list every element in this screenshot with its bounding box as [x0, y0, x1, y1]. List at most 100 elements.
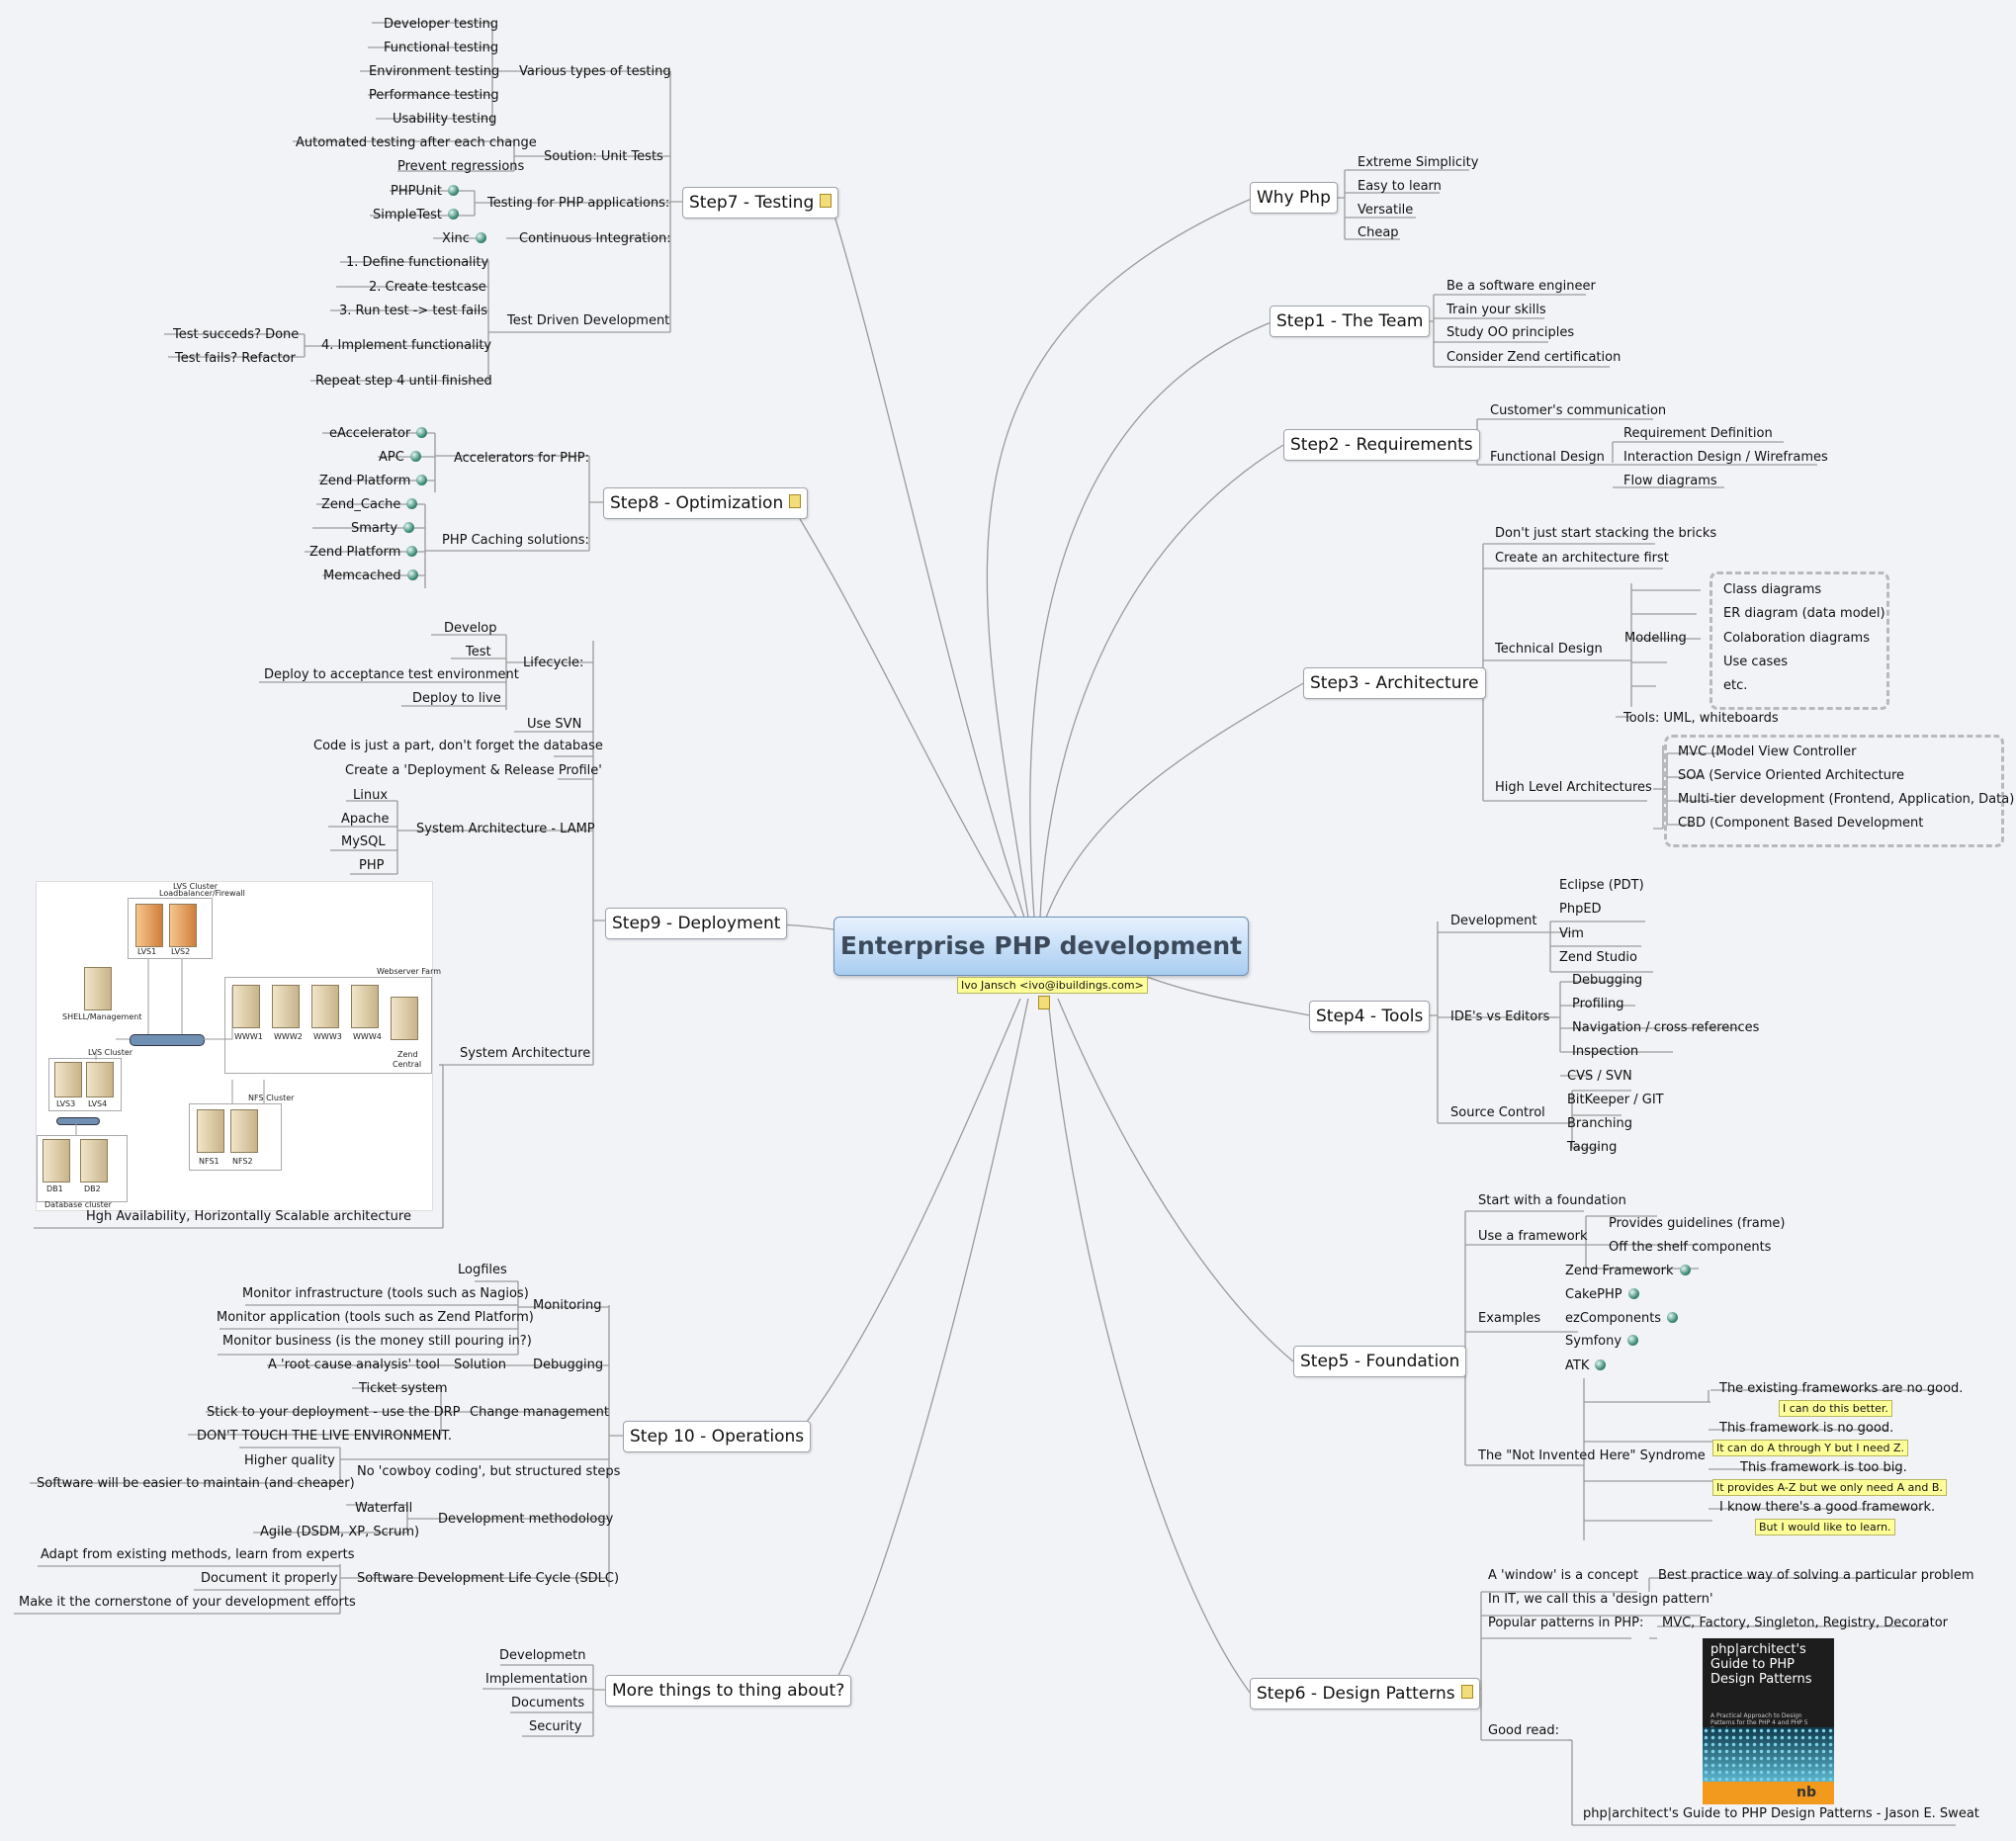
unit-item[interactable]: Prevent regressions	[397, 159, 525, 174]
step1-item[interactable]: Study OO principles	[1446, 325, 1575, 340]
model-item[interactable]: Colaboration diagrams	[1723, 631, 1870, 646]
tools-uml[interactable]: Tools: UML, whiteboards	[1623, 711, 1779, 726]
solution[interactable]: Solution	[454, 1358, 506, 1372]
ide-item[interactable]: Navigation / cross references	[1572, 1020, 1760, 1035]
test-type[interactable]: Functional testing	[384, 41, 499, 55]
testing-php[interactable]: Testing for PHP applications:	[487, 196, 670, 211]
hla-item[interactable]: SOA (Service Oriented Architecture	[1678, 768, 1905, 783]
step2-topic[interactable]: Step2 - Requirements	[1283, 429, 1480, 461]
tool-phpunit[interactable]: PHPUnit	[386, 183, 464, 201]
more-item[interactable]: Security	[529, 1719, 582, 1734]
lamp[interactable]: System Architecture - LAMP	[416, 822, 595, 836]
fd-item[interactable]: Requirement Definition	[1623, 426, 1773, 441]
dev-item[interactable]: Zend Studio	[1559, 950, 1637, 965]
functional-design[interactable]: Functional Design	[1490, 450, 1605, 465]
more-item[interactable]: Implementation	[485, 1672, 588, 1687]
best-practice[interactable]: Best practice way of solving a particula…	[1658, 1568, 1974, 1583]
monitoring[interactable]: Monitoring	[533, 1298, 602, 1313]
framework-symfony[interactable]: Symfony	[1560, 1333, 1643, 1351]
tdd-item[interactable]: Repeat step 4 until finished	[315, 374, 492, 389]
life-item[interactable]: Develop	[444, 621, 497, 636]
life-item[interactable]: Deploy to live	[412, 691, 501, 706]
cache-memcached[interactable]: Memcached	[318, 568, 423, 585]
nih-syndrome[interactable]: The "Not Invented Here" Syndrome	[1478, 1448, 1706, 1463]
why-item[interactable]: Extreme Simplicity	[1358, 155, 1479, 170]
sdlc-item[interactable]: Document it properly	[201, 1571, 338, 1586]
unit-tests[interactable]: Soution: Unit Tests	[544, 149, 663, 164]
step1-item[interactable]: Consider Zend certification	[1446, 350, 1622, 365]
why-php-topic[interactable]: Why Php	[1250, 182, 1338, 214]
use-svn[interactable]: Use SVN	[527, 717, 582, 732]
sdlc[interactable]: Software Development Life Cycle (SDLC)	[357, 1571, 620, 1586]
model-item[interactable]: etc.	[1723, 678, 1748, 693]
mon-item[interactable]: Monitor application (tools such as Zend …	[217, 1310, 534, 1325]
dev-item[interactable]: Vim	[1559, 926, 1584, 941]
fd-item[interactable]: Interaction Design / Wireframes	[1623, 450, 1828, 465]
cowboy[interactable]: No 'cowboy coding', but structured steps	[357, 1464, 621, 1479]
lamp-item[interactable]: PHP	[359, 858, 385, 873]
step1-item[interactable]: Be a software engineer	[1446, 279, 1596, 294]
lamp-item[interactable]: MySQL	[341, 834, 386, 849]
development[interactable]: Development	[1450, 914, 1537, 928]
patterns-list[interactable]: MVC, Factory, Singleton, Registry, Decor…	[1662, 1616, 1949, 1630]
caching[interactable]: PHP Caching solutions:	[442, 533, 589, 548]
cache-zend-cache[interactable]: Zend_Cache	[316, 496, 422, 514]
model-item[interactable]: Class diagrams	[1723, 582, 1822, 597]
various-testing[interactable]: Various types of testing	[519, 64, 671, 79]
step1-topic[interactable]: Step1 - The Team	[1270, 306, 1431, 337]
ide-item[interactable]: Inspection	[1572, 1044, 1639, 1059]
cowboy-item[interactable]: Higher quality	[244, 1453, 335, 1468]
why-item[interactable]: Easy to learn	[1358, 179, 1442, 194]
system-architecture[interactable]: System Architecture	[460, 1046, 591, 1061]
cache-smarty[interactable]: Smarty	[346, 520, 419, 538]
model-item[interactable]: ER diagram (data model)	[1723, 606, 1885, 621]
in-it[interactable]: In IT, we call this a 'design pattern'	[1488, 1592, 1713, 1607]
src-item[interactable]: Tagging	[1567, 1140, 1618, 1155]
accel-eaccelerator[interactable]: eAccelerator	[324, 425, 432, 443]
step6-topic[interactable]: Step6 - Design Patterns	[1250, 1678, 1480, 1710]
framework-zend[interactable]: Zend Framework	[1560, 1263, 1696, 1280]
step1-item[interactable]: Train your skills	[1446, 303, 1546, 317]
more-item[interactable]: Developmetn	[499, 1648, 586, 1663]
architecture-caption[interactable]: Hgh Availability, Horizontally Scalable …	[86, 1209, 411, 1224]
popular-patterns[interactable]: Popular patterns in PHP:	[1488, 1616, 1644, 1630]
book-caption[interactable]: php|architect's Guide to PHP Design Patt…	[1583, 1806, 1979, 1821]
tool-xinc[interactable]: Xinc	[437, 230, 491, 248]
tdd-sub[interactable]: Test fails? Refactor	[175, 351, 296, 366]
accelerators[interactable]: Accelerators for PHP:	[454, 451, 590, 466]
change-item[interactable]: Ticket system	[359, 1381, 448, 1396]
test-type[interactable]: Performance testing	[369, 88, 499, 103]
accel-zend-platform[interactable]: Zend Platform	[314, 473, 432, 490]
examples[interactable]: Examples	[1478, 1311, 1541, 1326]
nih-item[interactable]: This framework is no good.	[1719, 1421, 1894, 1436]
central-topic[interactable]: Enterprise PHP development	[833, 917, 1249, 1009]
mon-item[interactable]: Logfiles	[458, 1263, 507, 1277]
framework-ezcomponents[interactable]: ezComponents	[1560, 1310, 1683, 1328]
model-item[interactable]: Use cases	[1723, 655, 1789, 669]
change-management[interactable]: Change management	[470, 1405, 609, 1420]
src-item[interactable]: Branching	[1567, 1116, 1632, 1131]
dev-item[interactable]: Eclipse (PDT)	[1559, 878, 1644, 893]
use-item[interactable]: Off the shelf components	[1609, 1240, 1772, 1255]
ide-item[interactable]: Profiling	[1572, 997, 1624, 1011]
life-item[interactable]: Test	[466, 645, 491, 659]
nih-item[interactable]: This framework is too big.	[1740, 1460, 1907, 1475]
step4-topic[interactable]: Step4 - Tools	[1309, 1001, 1431, 1032]
accel-apc[interactable]: APC	[374, 449, 426, 467]
start-foundation[interactable]: Start with a foundation	[1478, 1193, 1626, 1208]
step8-topic[interactable]: Step8 - Optimization	[603, 487, 809, 519]
mon-item[interactable]: Monitor infrastructure (tools such as Na…	[242, 1286, 529, 1301]
customer-communication[interactable]: Customer's communication	[1490, 403, 1667, 418]
ide-item[interactable]: Debugging	[1572, 973, 1643, 988]
framework-atk[interactable]: ATK	[1560, 1358, 1611, 1375]
arch-item[interactable]: Create an architecture first	[1495, 551, 1669, 566]
step3-topic[interactable]: Step3 - Architecture	[1303, 667, 1486, 699]
window-concept[interactable]: A 'window' is a concept	[1488, 1568, 1639, 1583]
method-item[interactable]: Agile (DSDM, XP, Scrum)	[260, 1525, 420, 1539]
good-read[interactable]: Good read:	[1488, 1723, 1560, 1738]
unit-item[interactable]: Automated testing after each change	[296, 135, 537, 150]
more-item[interactable]: Documents	[511, 1696, 585, 1710]
cache-zend-platform[interactable]: Zend Platform	[305, 544, 422, 562]
method-item[interactable]: Waterfall	[355, 1501, 413, 1516]
lamp-item[interactable]: Linux	[353, 788, 389, 803]
